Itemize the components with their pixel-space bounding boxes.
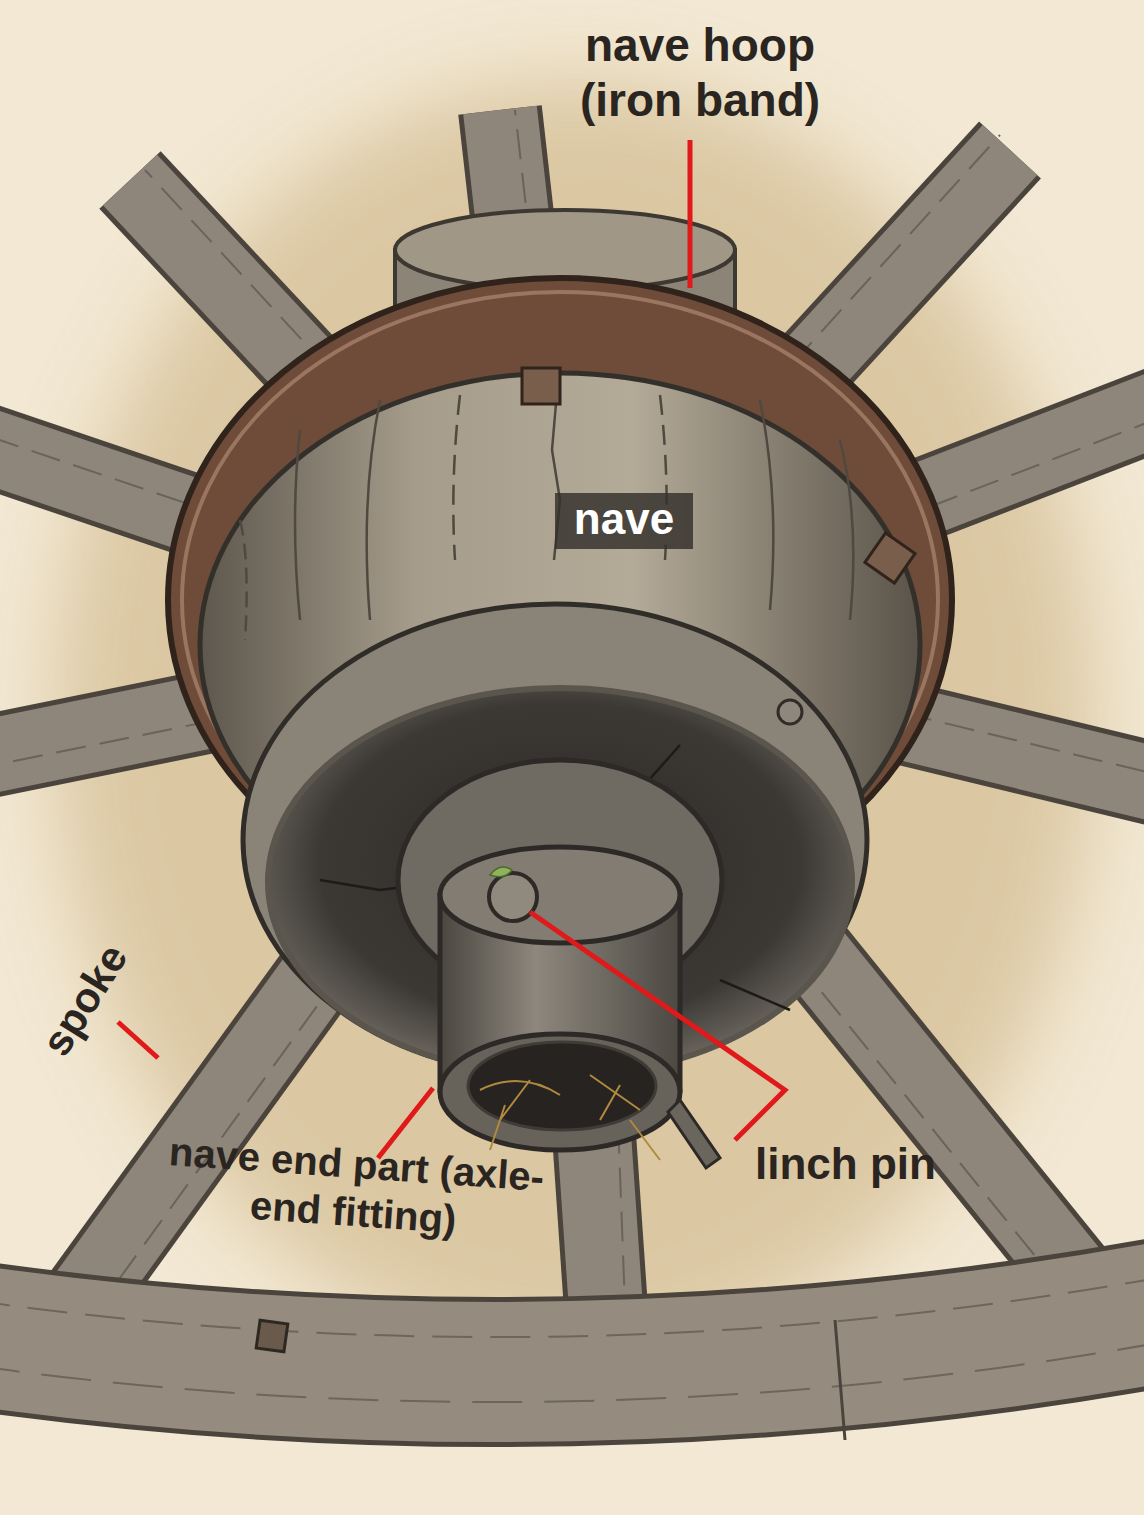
leader-line bbox=[530, 912, 785, 1140]
leader-line bbox=[688, 140, 693, 288]
part-label: linch pin bbox=[755, 1138, 975, 1191]
part-label: nave bbox=[555, 493, 693, 546]
part-label: nave end part (axle-end fitting) bbox=[157, 1127, 553, 1250]
axle-end-fitting bbox=[398, 760, 722, 1160]
label-patch bbox=[555, 493, 693, 549]
leader-line bbox=[118, 1022, 158, 1058]
band-rivet bbox=[778, 700, 802, 724]
hoop-rivet bbox=[865, 533, 915, 583]
part-label: nave hoop (iron band) bbox=[545, 18, 855, 128]
wheel-rim bbox=[0, 1275, 1144, 1440]
spokes bbox=[0, 110, 1144, 1440]
leader-lines bbox=[118, 140, 785, 1158]
hoop-rivet bbox=[522, 368, 560, 404]
part-label: spoke bbox=[24, 923, 146, 1077]
